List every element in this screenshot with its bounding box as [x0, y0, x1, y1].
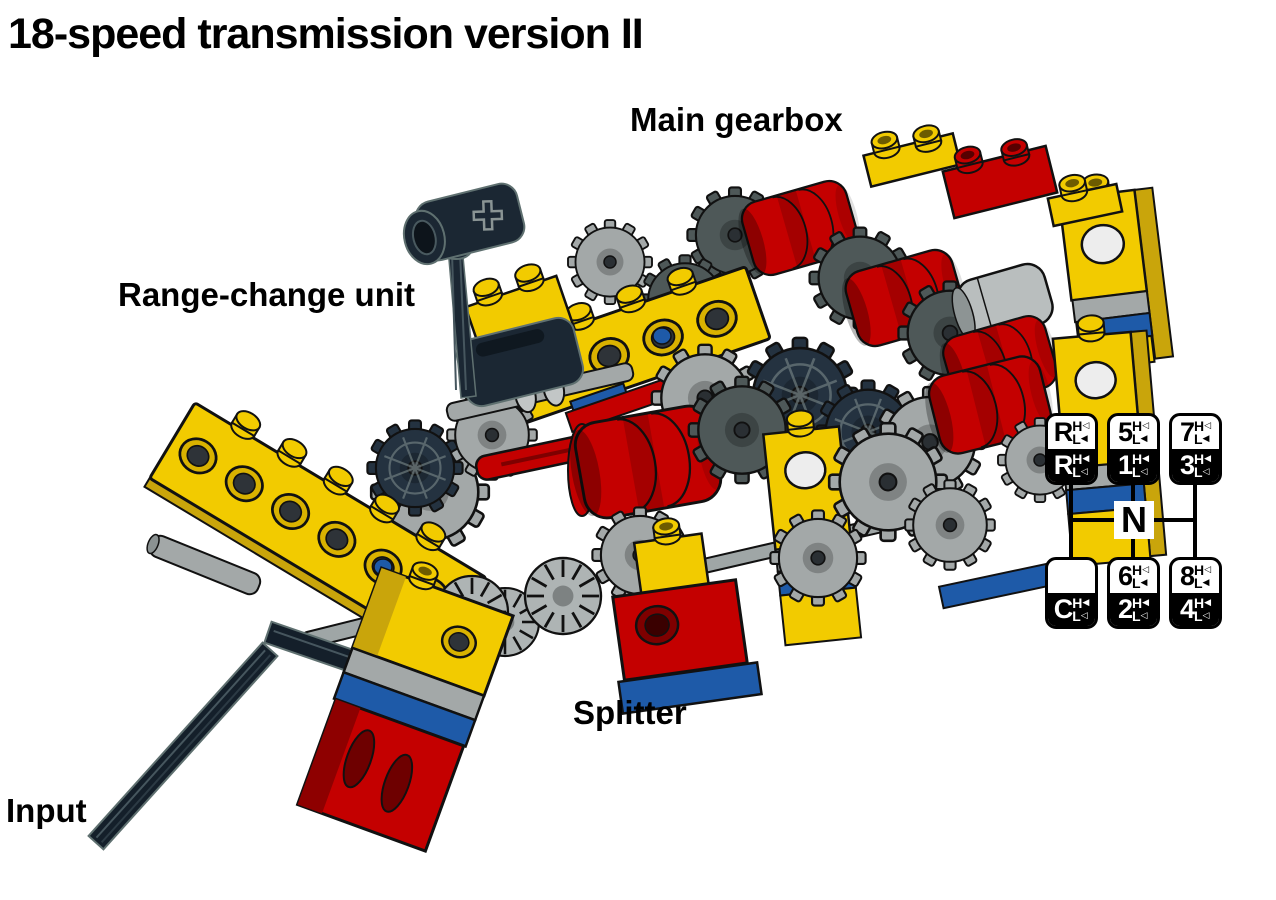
- shift-cell-half: 4 H◀ L◁: [1172, 593, 1219, 626]
- label-range-change-unit: Range-change unit: [118, 276, 416, 313]
- range-indicator-icon: ◀: [1142, 598, 1150, 608]
- blue-pin: [652, 327, 672, 345]
- shift-cell-8-4: 8 H◁ L◀ 4 H◀ L◁: [1169, 557, 1222, 629]
- shift-cell-half: R H◁ L◀: [1053, 417, 1090, 447]
- red-brick-splitter: [611, 578, 749, 682]
- lever-top-connector: [402, 182, 526, 266]
- range-indicator-icon: ◁: [1202, 611, 1210, 621]
- shift-cell-half: 3 H◀ L◁: [1172, 449, 1219, 482]
- shift-cell-R-R: R H◁ L◀ R H◀ L◁: [1045, 413, 1098, 485]
- range-indicator-icon: ◁: [1080, 611, 1088, 621]
- range-indicator-icon: ◀: [1202, 578, 1210, 588]
- range-indicator-icon: ◁: [1204, 421, 1212, 431]
- shift-cell-half: C H◀ L◁: [1048, 593, 1095, 626]
- top-plate: [861, 121, 963, 189]
- front-frame-assembly: [143, 402, 516, 853]
- range-indicator-icon: ◀: [1140, 434, 1148, 444]
- shift-cell-half: R H◀ L◁: [1048, 449, 1095, 482]
- shift-cell-half: 1 H◀ L◁: [1110, 449, 1157, 482]
- shift-cell-7-3: 7 H◁ L◀ 3 H◀ L◁: [1169, 413, 1222, 485]
- shift-cell-half: 6 H◁ L◀: [1117, 561, 1150, 591]
- range-indicator-icon: ◀: [1204, 454, 1212, 464]
- red-technic-brick: [941, 135, 1059, 220]
- shift-cell-crawler: C H◀ L◁: [1045, 557, 1098, 629]
- shift-cell-half: 8 H◁ L◀: [1179, 561, 1212, 591]
- neutral-position-label: N: [1114, 501, 1154, 539]
- range-indicator-icon: ◁: [1142, 565, 1150, 575]
- range-indicator-icon: ◁: [1080, 467, 1088, 477]
- label-main-gearbox: Main gearbox: [630, 101, 843, 138]
- range-indicator-icon: ◀: [1140, 578, 1148, 588]
- range-indicator-icon: ◀: [1080, 434, 1088, 444]
- shift-pattern-diagram: N R H◁ L◀ R H◀ L◁ 5 H◁: [1043, 410, 1227, 632]
- shift-cell-half: 7 H◁ L◀: [1179, 417, 1212, 447]
- label-input: Input: [6, 792, 87, 829]
- range-indicator-icon: ◀: [1202, 434, 1210, 444]
- range-indicator-icon: ◀: [1142, 454, 1150, 464]
- shift-cell-5-1: 5 H◁ L◀ 1 H◀ L◁: [1107, 413, 1160, 485]
- range-change-assembly: [366, 182, 646, 553]
- corner-brick-stack: [295, 558, 516, 853]
- input-axle: [87, 641, 279, 851]
- range-indicator-icon: ◁: [1202, 467, 1210, 477]
- range-indicator-icon: ◁: [1140, 611, 1148, 621]
- shift-cell-half: 5 H◁ L◀: [1117, 417, 1150, 447]
- shift-cell-half: 2 H◀ L◁: [1110, 593, 1157, 626]
- shift-fork-block: [455, 316, 585, 408]
- range-indicator-icon: ◀: [1082, 454, 1090, 464]
- top-plate: [1046, 171, 1124, 228]
- range-indicator-icon: ◁: [1140, 467, 1148, 477]
- range-indicator-icon: ◁: [1204, 565, 1212, 575]
- blue-plate-splitter: [617, 661, 763, 715]
- shift-cell-6-2: 6 H◁ L◀ 2 H◀ L◁: [1107, 557, 1160, 629]
- range-indicator-icon: ◀: [1204, 598, 1212, 608]
- gray-axle-stub: [146, 533, 262, 596]
- shift-lever: [402, 182, 526, 399]
- range-indicator-icon: ◀: [1082, 598, 1090, 608]
- bevel-gear-12t: [523, 556, 603, 636]
- range-indicator-icon: ◁: [1082, 421, 1090, 431]
- page-title: 18-speed transmission version II: [8, 10, 644, 58]
- range-indicator-icon: ◁: [1142, 421, 1150, 431]
- shift-cell-half-empty: [1048, 560, 1095, 593]
- label-splitter: Splitter: [573, 694, 687, 731]
